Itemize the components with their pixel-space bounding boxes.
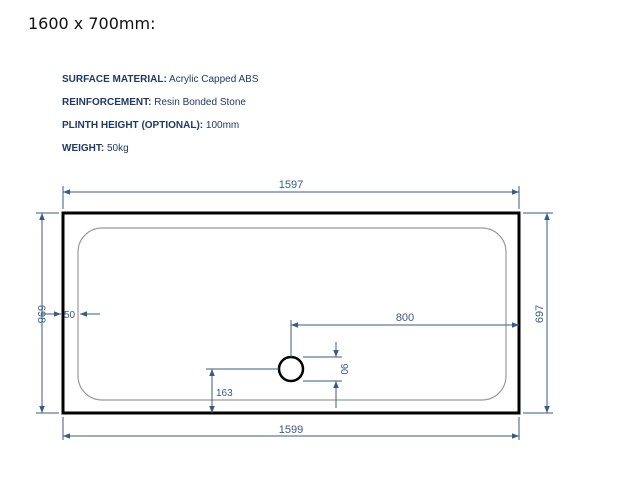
spec-label: SURFACE MATERIAL:	[62, 74, 167, 85]
spec-surface-material: SURFACE MATERIAL: Acrylic Capped ABS	[62, 68, 259, 91]
dimension-bottom-width: 1599	[62, 417, 520, 440]
dimension-right-height: 697	[523, 212, 553, 414]
spec-value: 100mm	[203, 120, 240, 131]
dimension-top-width: 1597	[62, 179, 520, 209]
page-heading: 1600 x 700mm:	[28, 14, 156, 33]
dim-label-right-height: 697	[534, 305, 546, 323]
spec-plinth-height: PLINTH HEIGHT (OPTIONAL): 100mm	[62, 114, 259, 137]
dim-label-rim-offset: 50	[64, 310, 76, 321]
dim-label-waste-from-right: 800	[396, 312, 414, 324]
spec-value: Acrylic Capped ABS	[166, 74, 259, 85]
dimension-left-height: 698	[35, 212, 59, 414]
spec-label: PLINTH HEIGHT (OPTIONAL):	[62, 120, 204, 131]
waste-outlet	[277, 355, 305, 383]
inner-basin	[77, 227, 507, 401]
spec-reinforcement: REINFORCEMENT: Resin Bonded Stone	[62, 91, 259, 114]
dim-label-bottom-width: 1599	[279, 424, 303, 436]
spec-value: Resin Bonded Stone	[151, 97, 246, 108]
spec-list: SURFACE MATERIAL: Acrylic Capped ABS REI…	[62, 68, 259, 160]
dim-label-left-height: 698	[35, 305, 47, 323]
dimension-rim-offset: 50	[42, 310, 100, 321]
spec-weight: WEIGHT: 50kg	[62, 137, 259, 160]
dimension-waste-from-right: 800	[290, 312, 519, 357]
spec-label: REINFORCEMENT:	[62, 97, 152, 108]
dim-label-waste-from-bottom: 163	[216, 388, 233, 399]
spec-label: WEIGHT:	[62, 143, 105, 154]
dimension-waste-diameter: 90	[303, 342, 349, 408]
tray-outline	[61, 211, 521, 415]
dim-label-waste-diameter: 90	[338, 363, 349, 375]
spec-value: 50kg	[104, 143, 129, 154]
dimension-waste-from-bottom: 163	[206, 368, 279, 413]
dim-label-top-width: 1597	[279, 179, 303, 191]
